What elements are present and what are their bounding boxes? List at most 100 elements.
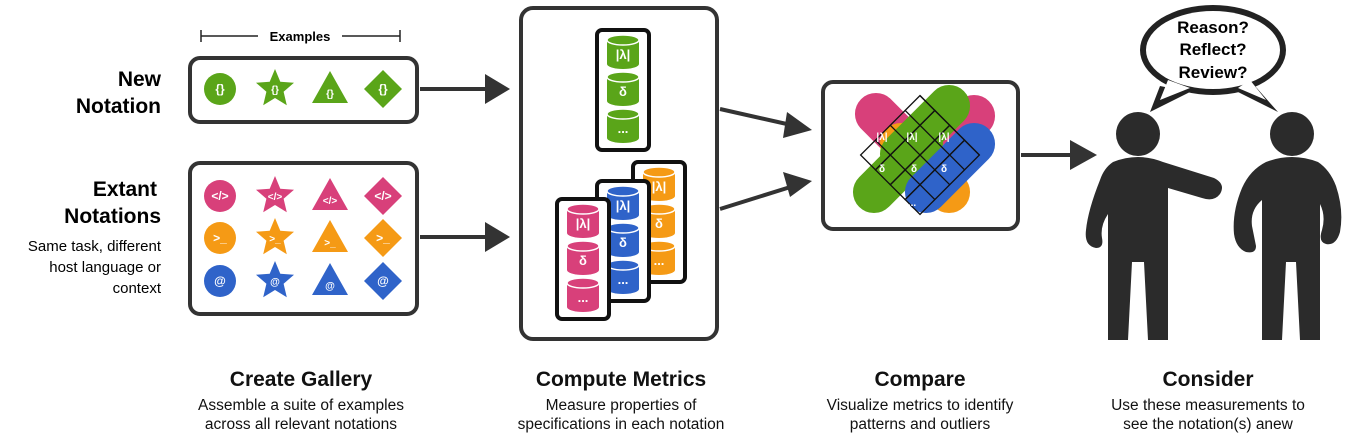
metric-cylinder-icon: ... <box>606 259 640 294</box>
extant-diamond-icon: </> <box>364 177 402 215</box>
bubble-line-reflect: Reflect? <box>1179 40 1246 59</box>
arrow-metrics-to-compare-bottom <box>719 182 801 211</box>
metric-cylinder-icon: |λ| <box>606 34 640 69</box>
metric-glyph: ... <box>618 272 629 287</box>
extant-star-icon: >_ <box>256 218 294 255</box>
examples-label: Examples <box>270 29 331 44</box>
metric-stack-pink: |λ| δ... <box>555 197 611 321</box>
caption-desc-line2: across all relevant notations <box>204 416 398 433</box>
metric-glyph: ... <box>578 290 589 305</box>
symbol-label: @ <box>325 281 335 292</box>
arrowhead-consider <box>1070 140 1097 170</box>
caption-desc-line1: Measure properties of <box>545 397 697 414</box>
new-tri-icon: {} <box>312 71 348 103</box>
metric-glyph: ... <box>618 121 629 136</box>
compare-glyph: δ <box>911 164 917 175</box>
compare-glyph: ... <box>908 198 917 209</box>
metric-glyph: |λ| <box>652 179 667 194</box>
extant-notations-label-line1: Extant <box>93 178 157 201</box>
arrowhead-compare-bottom <box>783 172 812 197</box>
extant-circle-icon: </> <box>204 180 236 212</box>
extant-diamond-icon: >_ <box>364 219 402 257</box>
symbol-label: @ <box>377 274 389 288</box>
metric-cylinder-icon: δ <box>566 240 600 275</box>
extant-notations-box <box>188 161 419 316</box>
caption-desc-line1: Use these measurements to <box>1111 397 1305 414</box>
metric-glyph: |λ| <box>576 216 591 231</box>
new-notation-examples: {} {} {} {} <box>204 69 402 108</box>
metric-glyph: δ <box>655 216 663 231</box>
bubble-line-reason: Reason? <box>1177 18 1249 37</box>
metric-cylinder-icon: δ <box>606 71 640 106</box>
metric-glyph: δ <box>619 84 627 99</box>
caption-create-gallery: Create Gallery Assemble a suite of examp… <box>141 368 461 434</box>
symbol-label: >_ <box>376 231 390 245</box>
arrowhead-new <box>485 74 510 104</box>
metric-cylinder-icon: δ <box>606 222 640 257</box>
person-left-icon <box>1085 112 1222 340</box>
caption-compute-metrics: Compute Metrics Measure properties of sp… <box>461 368 781 434</box>
new-notation-box <box>188 56 419 124</box>
metric-cylinder-icon: |λ| <box>566 203 600 238</box>
caption-compare: Compare Visualize metrics to identify pa… <box>760 368 1080 434</box>
examples-bracket: Examples <box>200 29 401 44</box>
symbol-label: {} <box>378 82 388 96</box>
extant-note-line3: context <box>113 280 162 297</box>
extant-star-icon: @ <box>256 261 294 298</box>
caption-desc-line2: see the notation(s) anew <box>1123 416 1293 433</box>
caption-consider: Consider Use these measurements to see t… <box>1048 368 1358 434</box>
extant-tri-icon: </> <box>312 178 348 210</box>
extant-note-line2: host language or <box>49 259 161 276</box>
arrowhead-extant <box>485 222 510 252</box>
caption-desc-line1: Visualize metrics to identify <box>826 397 1014 414</box>
new-notation-label-line1: New <box>118 68 162 91</box>
extant-tri-icon: >_ <box>312 220 348 252</box>
metric-stack-green: |λ| δ... <box>595 28 651 152</box>
new-circle-icon: {} <box>204 73 236 105</box>
caption-title: Compare <box>874 368 966 391</box>
compare-glyph: |λ| <box>938 132 949 143</box>
symbol-label: </> <box>268 192 283 203</box>
compare-glyph: δ <box>879 164 885 175</box>
compare-glyph: |λ| <box>906 132 917 143</box>
new-notation-label-line2: Notation <box>76 95 161 118</box>
metric-cylinder-icon: ... <box>606 108 640 143</box>
metric-cylinder-icon: |λ| <box>606 185 640 220</box>
extant-diamond-icon: @ <box>364 262 402 300</box>
new-star-icon: {} <box>256 69 294 106</box>
new-diamond-icon: {} <box>364 70 402 108</box>
symbol-label: >_ <box>324 238 336 249</box>
extant-circle-icon: @ <box>204 265 236 297</box>
caption-title: Compute Metrics <box>535 368 707 391</box>
caption-title: Create Gallery <box>229 368 373 391</box>
symbol-label: @ <box>214 274 226 288</box>
symbol-label: </> <box>374 189 391 203</box>
extant-tri-icon: @ <box>312 263 348 295</box>
metric-cylinder-icon: ... <box>566 277 600 312</box>
symbol-label: @ <box>270 277 280 288</box>
symbol-label: {} <box>271 85 279 96</box>
caption-desc-line2: patterns and outliers <box>849 416 991 433</box>
compare-glyph: |λ| <box>876 132 887 143</box>
metric-glyph: δ <box>619 235 627 250</box>
extant-note-line1: Same task, different <box>28 238 162 255</box>
metric-glyph: |λ| <box>616 198 631 213</box>
symbol-label: >_ <box>269 234 281 245</box>
metric-stacks: |λ| δ... |λ| δ... |λ| δ... |λ| δ... <box>555 28 687 321</box>
extant-circle-icon: >_ <box>204 222 236 254</box>
speech-bubble: Reason? Reflect? Review? <box>1140 5 1286 112</box>
compare-blue-pill <box>904 122 996 214</box>
symbol-label: {} <box>326 89 334 100</box>
arrowhead-compare-top <box>783 112 812 138</box>
caption-desc-line1: Assemble a suite of examples <box>198 397 404 414</box>
symbol-label: >_ <box>213 231 227 245</box>
metric-glyph: ... <box>654 253 665 268</box>
extant-notations-label-line2: Notations <box>64 205 161 228</box>
symbol-label: </> <box>211 189 228 203</box>
caption-title: Consider <box>1162 368 1254 391</box>
compare-grid <box>859 94 981 216</box>
metric-glyph: |λ| <box>616 47 631 62</box>
extant-notation-examples: </> </> </> </> >_ >_ >_ >_ @ @ @ @ <box>204 176 402 300</box>
